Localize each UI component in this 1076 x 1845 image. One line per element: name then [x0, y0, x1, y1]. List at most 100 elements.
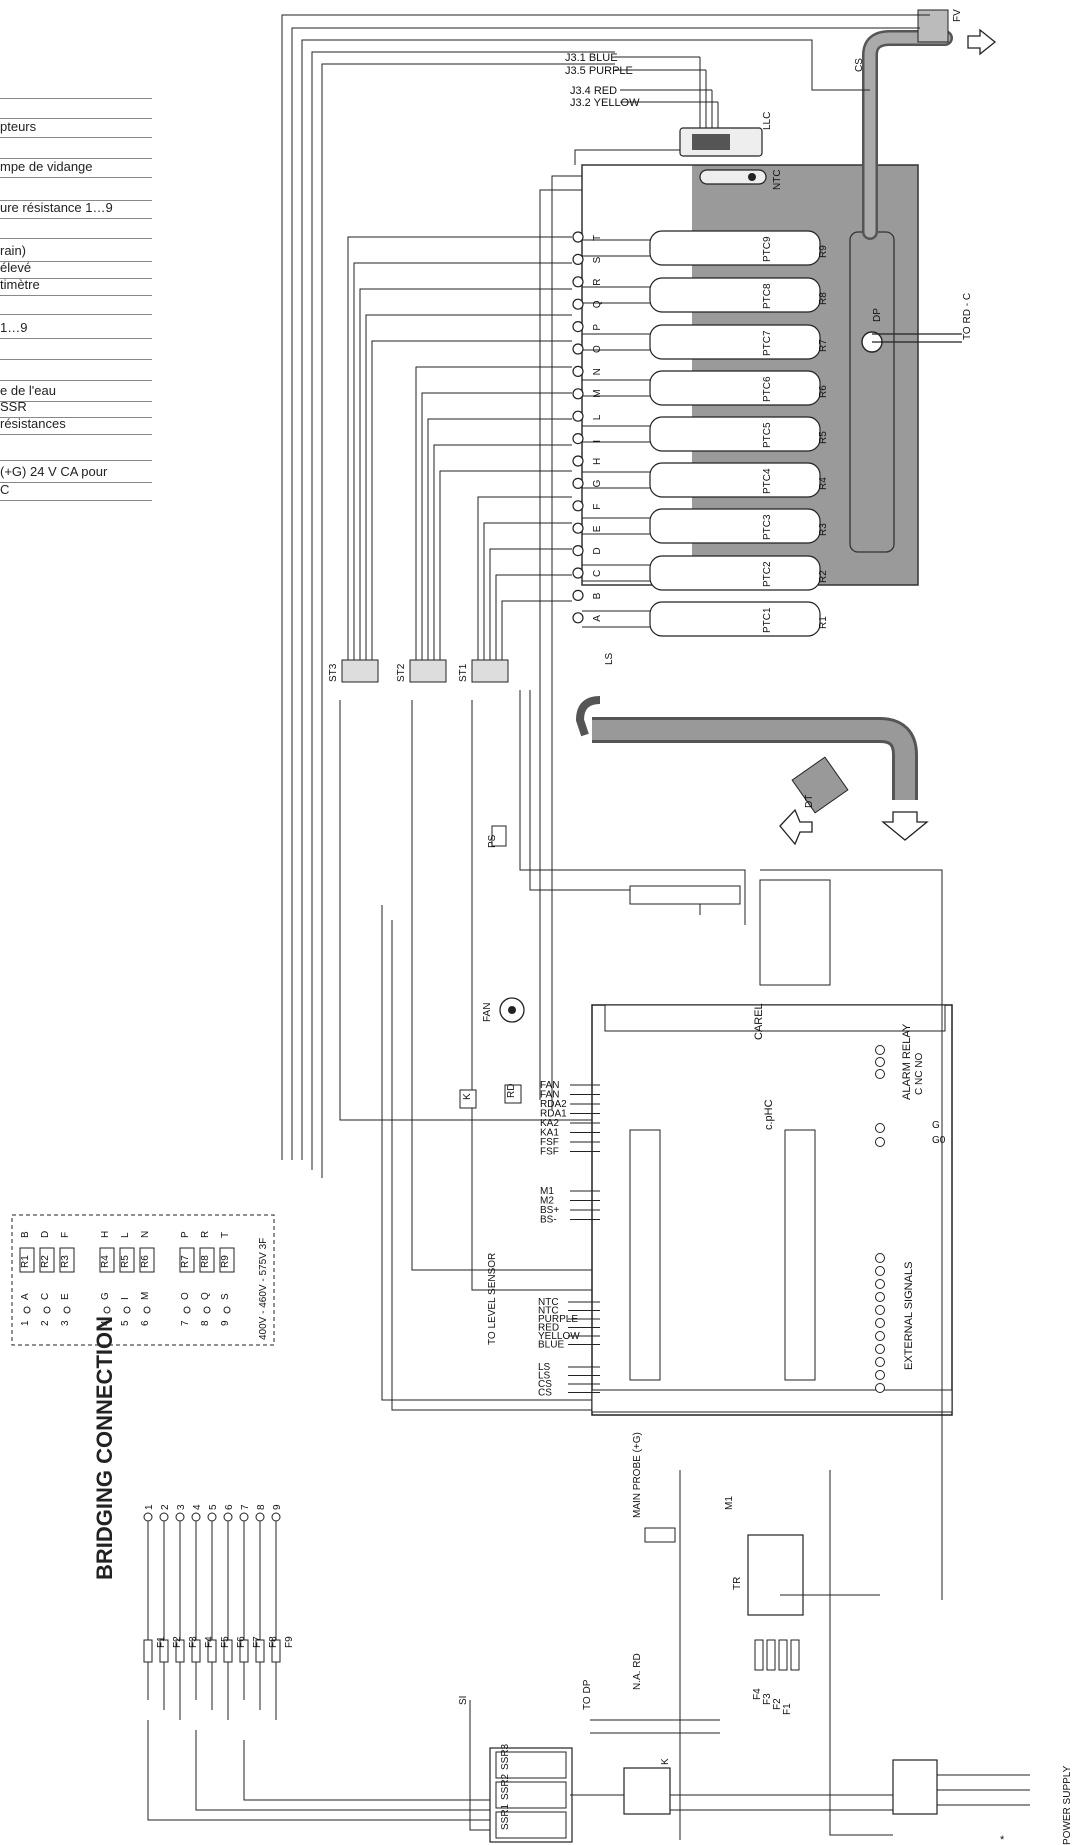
legend-row	[0, 78, 152, 99]
legend-row	[0, 98, 152, 119]
supply-terminal-block	[892, 1759, 938, 1815]
terminal-circle	[572, 455, 584, 467]
terminal-letter: R	[592, 279, 603, 286]
alarm-relay-label: ALARM RELAY	[901, 1023, 913, 1100]
fill-label: FV	[952, 9, 963, 22]
controller-pin-label: M2	[540, 1196, 554, 1207]
ptc-label: PTC7	[762, 330, 773, 356]
perimeter-wire	[574, 149, 680, 165]
llc-wire-label: J3.4 RED	[570, 85, 617, 97]
g0-pin-label: G0	[932, 1135, 946, 1146]
bridge-fuse-label: F8	[268, 1636, 279, 1648]
heater-element	[649, 508, 821, 544]
controller-name: c.pHC	[763, 1099, 775, 1130]
legend-row: pteurs	[0, 117, 152, 138]
ptc-label: PTC3	[762, 514, 773, 540]
legend-row: ure résistance 1…9	[0, 198, 152, 219]
vbox-num-label: 3	[60, 1320, 71, 1326]
ptc-label: PTC8	[762, 283, 773, 309]
controller-pin-label: CS	[538, 1379, 552, 1390]
g-pin-label: G	[932, 1120, 940, 1131]
controller-logo: CAREL	[753, 1003, 765, 1040]
resistor-label: R6	[818, 385, 829, 398]
wires-layer	[19, 14, 1030, 1840]
vbox-terminal	[203, 1306, 211, 1314]
screw-terminal	[875, 1279, 885, 1289]
bridge-fuse-label: F9	[284, 1636, 295, 1648]
screw-terminal	[875, 1069, 885, 1079]
legend-row	[0, 440, 152, 461]
bridge-terminal	[191, 1512, 201, 1522]
heater-element	[649, 601, 821, 637]
transformer	[747, 1534, 804, 1616]
terminal-circle	[572, 231, 584, 243]
vbox-resistor	[179, 1247, 195, 1273]
vbox-num-label: 1	[20, 1320, 31, 1326]
ntc-label: NTC	[772, 169, 783, 190]
perimeter-wire	[471, 700, 592, 1291]
fuse-label: F1	[782, 1703, 793, 1715]
ssr-label: SSR1	[500, 1803, 511, 1830]
terminal-circle	[572, 276, 584, 288]
controller-pin-label: RED	[538, 1323, 559, 1334]
controller-pin-label: FSF	[540, 1137, 559, 1148]
terminal-letter: D	[592, 547, 603, 554]
bridge-fuse-label: F2	[172, 1636, 183, 1648]
ntc-probe	[699, 169, 767, 185]
harness-wire	[433, 444, 572, 660]
bridge-terminal	[143, 1512, 153, 1522]
fuse	[754, 1639, 764, 1671]
vbox-top-label: F	[60, 1232, 71, 1238]
ps-switch	[491, 825, 507, 847]
bridge-terminal-label: 1	[144, 1504, 155, 1510]
ptc-label: PTC6	[762, 376, 773, 402]
fuse-label: F4	[752, 1688, 763, 1700]
legend-row	[0, 138, 152, 159]
resistor-label: R3	[818, 523, 829, 536]
controller-pin-label: RDA1	[540, 1109, 567, 1120]
vbox-bot-label: G	[100, 1292, 111, 1300]
legend-row: C	[0, 480, 152, 501]
terminal-letter: L	[592, 414, 603, 420]
bridge-terminal	[271, 1512, 281, 1522]
bridge-fuse-label: F5	[220, 1636, 231, 1648]
alarm-pins-label: C NC NO	[914, 1053, 925, 1095]
si-label: SI	[458, 1696, 469, 1705]
bridge-terminal-label: 9	[272, 1504, 283, 1510]
screw-terminal	[875, 1357, 885, 1367]
harness-wire	[483, 522, 572, 660]
legend-row: SSR	[0, 397, 152, 418]
legend-row	[0, 294, 152, 315]
ps-label: PS	[487, 834, 498, 848]
bridge-terminal	[159, 1512, 169, 1522]
vbox-r-label: R7	[180, 1255, 191, 1268]
legend-row: élevé	[0, 258, 152, 279]
vbox-r-label: R6	[140, 1255, 151, 1268]
bridge-fuse-label: F4	[204, 1636, 215, 1648]
terminal-circle	[572, 298, 584, 310]
screw-terminal	[875, 1344, 885, 1354]
connector-label: ST2	[396, 663, 407, 682]
harness-wire	[415, 366, 572, 660]
ssr-unit	[495, 1811, 567, 1839]
ptc-label: PTC1	[762, 607, 773, 633]
vbox-num-label: 2	[40, 1320, 51, 1326]
vbox-resistor	[39, 1247, 55, 1273]
vbox-top-label: T	[220, 1232, 231, 1238]
controller-pin-label: KA1	[540, 1128, 559, 1139]
terminal-circle	[572, 500, 584, 512]
vbox-resistor	[219, 1247, 235, 1273]
heater-element	[649, 230, 821, 266]
vbox-resistor	[19, 1247, 35, 1273]
harness-wire	[495, 574, 572, 660]
screw-terminal	[875, 1123, 885, 1133]
controller-pin-label: BS+	[540, 1205, 559, 1216]
connector-label: ST1	[458, 663, 469, 682]
vbox-bot-label: M	[140, 1292, 151, 1300]
bridge-terminal-label: 6	[224, 1504, 235, 1510]
perimeter-wire	[411, 700, 592, 1271]
controller-pin-label: KA2	[540, 1118, 559, 1129]
heater-element	[649, 462, 821, 498]
harness-wire	[359, 288, 572, 660]
ptc-label: PTC4	[762, 468, 773, 494]
